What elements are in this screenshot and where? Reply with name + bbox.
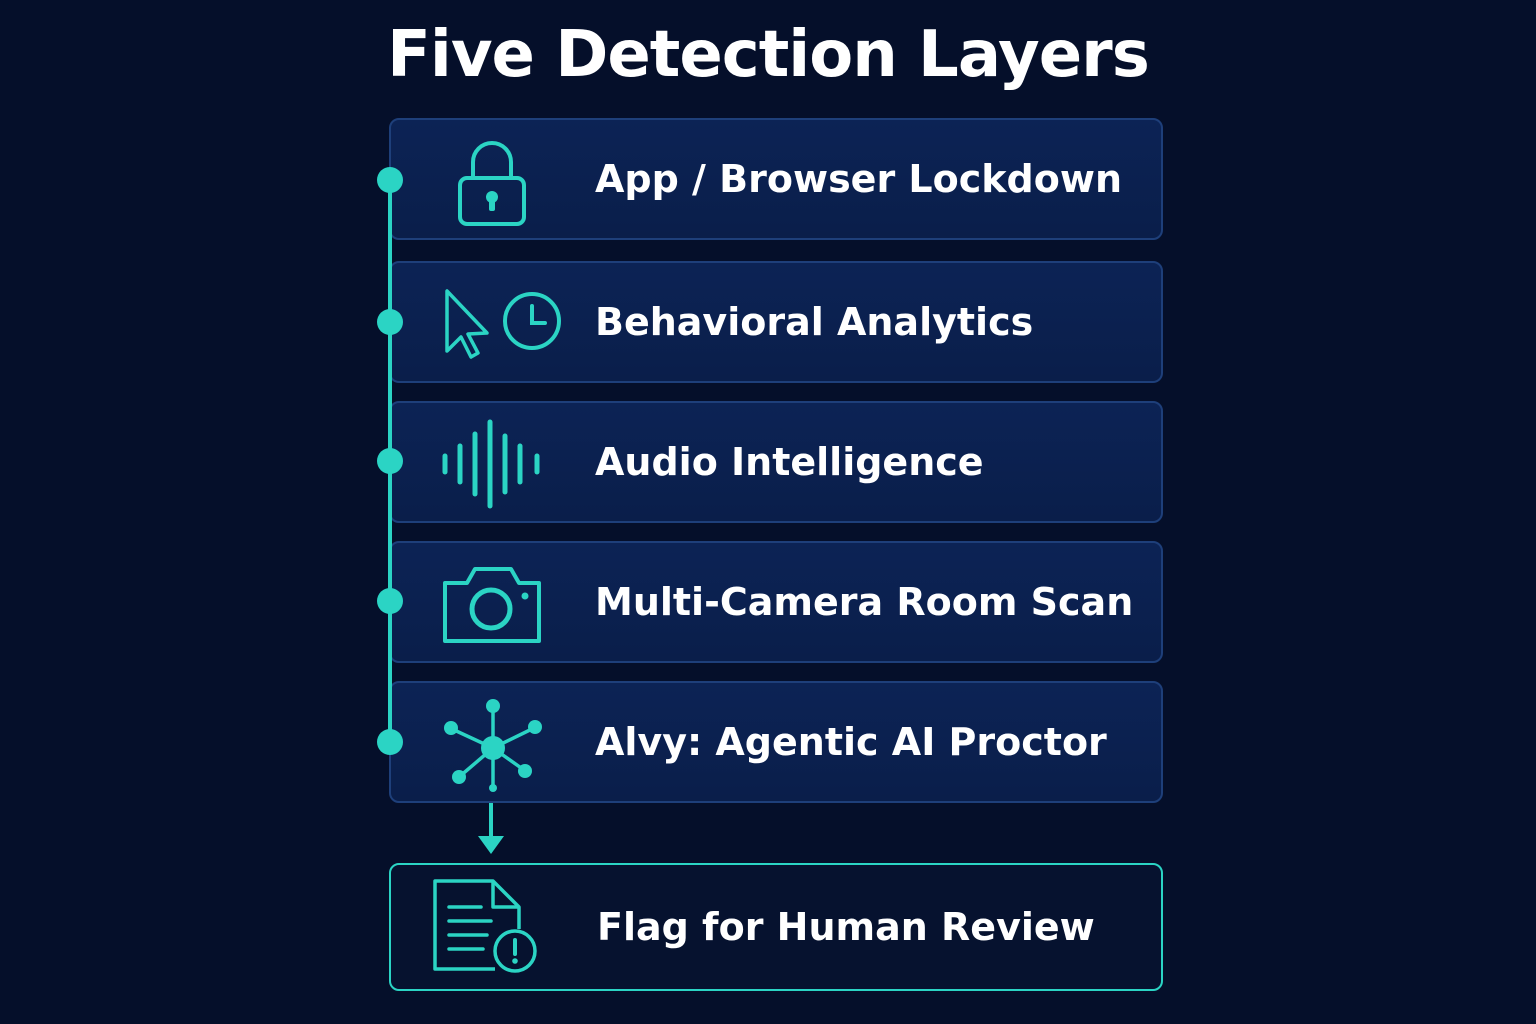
document-alert-icon — [431, 877, 541, 981]
layer-label: App / Browser Lockdown — [595, 157, 1123, 201]
layer-label: Audio Intelligence — [595, 440, 984, 484]
network-node-icon — [441, 695, 545, 795]
layer-label: Behavioral Analytics — [595, 300, 1034, 344]
layer-label: Alvy: Agentic AI Proctor — [595, 720, 1107, 764]
layer-app-browser-lockdown: App / Browser Lockdown — [389, 118, 1163, 240]
diagram-title: Five Detection Layers — [387, 18, 1150, 92]
flag-for-human-review-box: Flag for Human Review — [389, 863, 1163, 991]
flag-label: Flag for Human Review — [597, 905, 1095, 949]
layer-audio-intelligence: Audio Intelligence — [389, 401, 1163, 523]
layer-label: Multi-Camera Room Scan — [595, 580, 1134, 624]
layer-behavioral-analytics: Behavioral Analytics — [389, 261, 1163, 383]
camera-icon — [441, 563, 545, 647]
cursor-clock-icon — [443, 287, 563, 361]
layer-multi-camera-room-scan: Multi-Camera Room Scan — [389, 541, 1163, 663]
lock-icon — [455, 138, 529, 228]
layer-alvy-agentic-ai-proctor: Alvy: Agentic AI Proctor — [389, 681, 1163, 803]
down-arrow-icon — [478, 803, 504, 854]
audio-waveform-icon — [441, 419, 545, 509]
